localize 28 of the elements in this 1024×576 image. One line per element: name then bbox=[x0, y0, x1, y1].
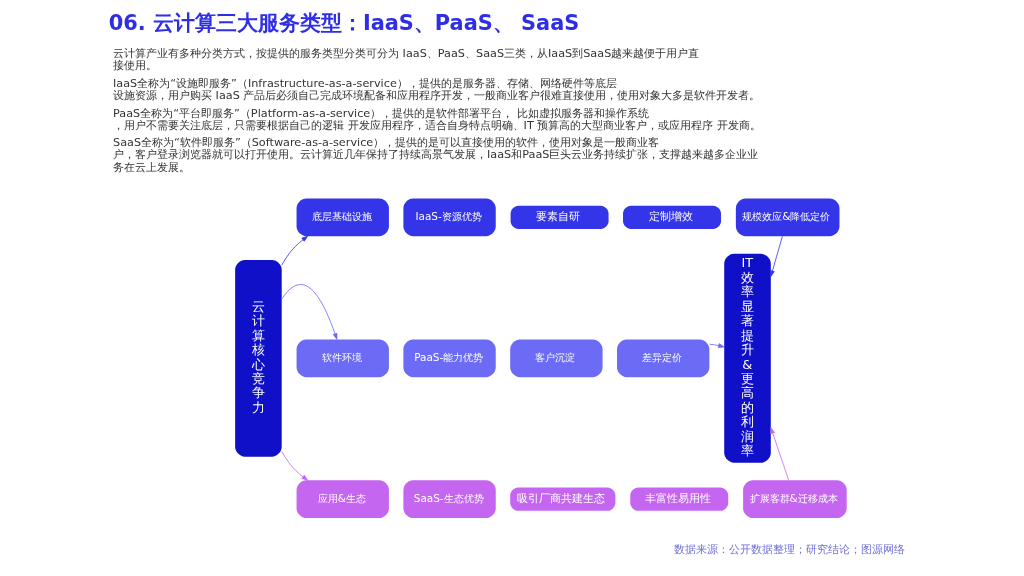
diagram-title: 06. 云计算三大服务类型：IaaS、PaaS、 SaaS bbox=[108, 11, 580, 36]
arrow bbox=[281, 284, 338, 340]
node-box: IaaS-资源优势 bbox=[403, 198, 496, 237]
node-box: PaaS-能力优势 bbox=[403, 339, 496, 378]
node-box: 扩展客群&迁移成本 bbox=[743, 480, 847, 519]
node-box: 客户沉淀 bbox=[510, 339, 603, 378]
node-box: 应用&生态 bbox=[296, 480, 389, 519]
node-box: 规模效应&降低定价 bbox=[735, 198, 840, 237]
label: PaaS全称为“平台即服务”（Platform-as-a-service），提供的是软件部署平台， 比如虚拟服务器和操作系统，用户不需要关注底层，只需要根据自己的逻辑 开发应用程序，适合自身特点明确、IT 预算高的大型商业客户，或应用程序 开发商。 bbox=[113, 106, 761, 132]
node-box: SaaS-生态优势 bbox=[403, 480, 496, 519]
arrow bbox=[770, 427, 790, 481]
node-box: 软件环境 bbox=[296, 339, 389, 378]
caption: 数据来源：公开数据整理；研究结论；图源网络 bbox=[674, 543, 906, 557]
node-box: 丰富性易用性 bbox=[630, 487, 729, 511]
label: IaaS全称为“设施即服务”（Infrastructure-as-a-service），提供的是服务器、存储、网络硬件等底层设施资源，用户购买 IaaS 产品后必须自己完成环境配备和应用程序开发，一般商业客户很难直接使用，使用对象大多是软件开发者。 bbox=[113, 76, 761, 103]
node-box: 定制增效 bbox=[623, 205, 721, 229]
arrow bbox=[281, 235, 308, 266]
node-box: 要素自研 bbox=[510, 205, 609, 229]
node-box: 吸引厂商共建生态 bbox=[510, 487, 616, 511]
label: 云计算产业有多种分类方式，按提供的服务类型分类可分为 IaaS、PaaS、SaaS三类，从IaaS到SaaS越来越便于用户直接使用。 bbox=[113, 47, 700, 73]
arrow bbox=[281, 451, 308, 481]
node-box: 底层基础设施 bbox=[296, 198, 389, 237]
arrow bbox=[770, 235, 783, 277]
node-box: IT效率显著提升&更高的利润率 bbox=[724, 253, 771, 463]
node-box: 差异定价 bbox=[617, 339, 710, 378]
label: SaaS全称为“软件即服务”（Software-as-a-service），提供的是可以直接使用的软件，使用对象是一般商业客户，客户登录浏览器就可以打开使用。云计算近几年保持了持续高景气发展，IaaS和PaaS巨头云业务持续扩张，支撑越来越多企业业务在云上发展。 bbox=[113, 136, 759, 174]
node-box: 云计算核心竞争力 bbox=[235, 259, 282, 457]
arrow bbox=[709, 343, 725, 348]
